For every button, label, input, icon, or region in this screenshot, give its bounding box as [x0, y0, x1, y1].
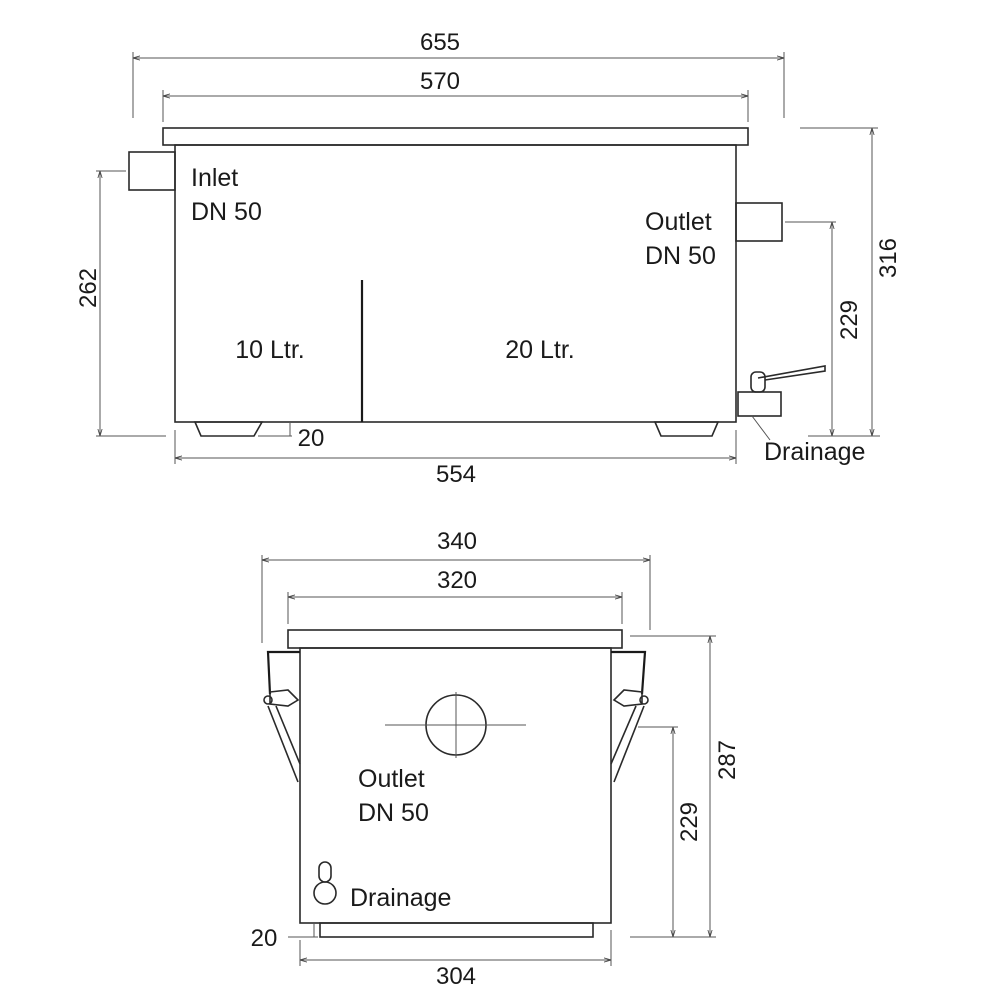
front-drainage-label: Drainage [350, 884, 451, 912]
front-dim-304: 304 [436, 963, 476, 990]
front-dim-20: 20 [251, 925, 278, 952]
front-base [319, 922, 594, 938]
side-dim-316: 316 [875, 238, 902, 278]
side-foot-left [193, 421, 264, 437]
side-inlet-label-1: Inlet [191, 164, 238, 192]
front-lid [287, 629, 623, 649]
side-body [174, 144, 737, 423]
side-dim-554: 554 [436, 461, 476, 488]
front-outlet-circle [385, 692, 526, 758]
side-inlet-label-2: DN 50 [191, 198, 262, 226]
side-foot-right [653, 421, 720, 437]
side-dim-229: 229 [836, 300, 863, 340]
front-dim-287: 287 [714, 740, 741, 780]
front-outlet-label-1: Outlet [358, 765, 425, 793]
side-outlet-pipe [735, 202, 783, 242]
front-dim-229: 229 [676, 802, 703, 842]
side-chamber-large-label: 20 Ltr. [505, 336, 575, 364]
side-inlet-pipe [128, 151, 176, 191]
side-dim-655: 655 [420, 29, 460, 56]
front-view: Outlet DN 50 Drainage 340 320 304 20 287… [251, 528, 741, 990]
front-body [299, 647, 612, 924]
side-outlet-label-1: Outlet [645, 208, 712, 236]
front-dim-340: 340 [437, 528, 477, 555]
front-clamp-left [263, 650, 301, 783]
side-view: Inlet DN 50 Outlet DN 50 Drainage 10 Ltr… [75, 29, 902, 488]
side-drainage-label: Drainage [764, 438, 865, 466]
front-drainage-valve [313, 861, 337, 905]
side-outlet-label-2: DN 50 [645, 242, 716, 270]
side-dim-262: 262 [75, 268, 102, 308]
front-outlet-label-2: DN 50 [358, 799, 429, 827]
front-clamp-right [610, 650, 649, 783]
side-dim-570: 570 [420, 68, 460, 95]
side-dim-20: 20 [298, 425, 325, 452]
side-lid [162, 127, 749, 146]
side-drainage-valve [737, 365, 826, 441]
front-dim-320: 320 [437, 567, 477, 594]
side-chamber-small-label: 10 Ltr. [235, 336, 305, 364]
